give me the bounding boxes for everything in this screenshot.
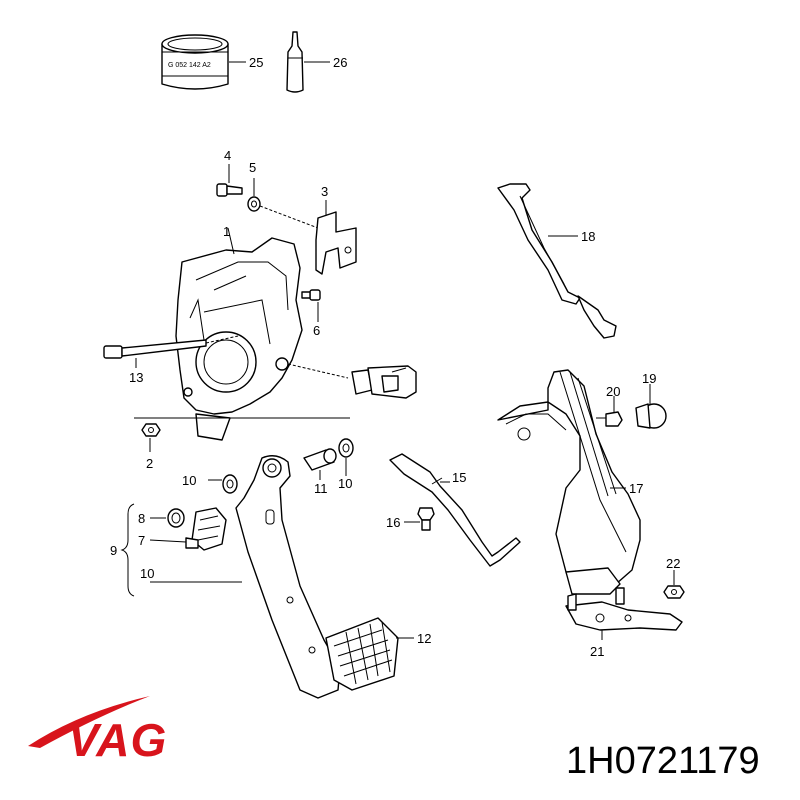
callout-10c: 10 xyxy=(140,566,154,581)
callout-8: 8 xyxy=(138,511,145,526)
nut-6 xyxy=(301,289,321,301)
pivot-sleeve-11 xyxy=(303,448,337,471)
callout-9: 9 xyxy=(110,543,117,558)
callout-7: 7 xyxy=(138,533,145,548)
callout-26: 26 xyxy=(333,55,347,70)
over-center-spring-7 xyxy=(185,507,227,551)
bolt-4 xyxy=(216,183,243,197)
callout-11: 11 xyxy=(314,481,328,496)
vag-logo: VAG xyxy=(28,696,167,766)
nut-22 xyxy=(663,585,685,599)
clutch-pedal-12 xyxy=(235,455,399,699)
bracket-3 xyxy=(315,211,357,275)
callout-20: 20 xyxy=(606,384,620,399)
callout-10b: 10 xyxy=(338,476,352,491)
callout-1: 1 xyxy=(223,224,230,239)
spring-clip-8 xyxy=(167,508,185,528)
callout-10a: 10 xyxy=(182,473,196,488)
pedal-position-sensor-18 xyxy=(497,183,617,339)
brand-logo-text: VAG xyxy=(68,714,167,766)
cap-19 xyxy=(635,403,667,429)
callout-6: 6 xyxy=(313,323,320,338)
callout-3: 3 xyxy=(321,184,328,199)
brake-light-switch xyxy=(287,363,417,399)
callout-13: 13 xyxy=(129,370,143,385)
callout-4: 4 xyxy=(224,148,231,163)
clutch-bracket-15 xyxy=(389,453,521,567)
callout-18: 18 xyxy=(581,229,595,244)
mounting-plate-21 xyxy=(565,587,683,631)
long-bolt-13 xyxy=(103,339,207,359)
callout-16: 16 xyxy=(386,515,400,530)
bushing-10-right xyxy=(338,438,354,458)
callout-21: 21 xyxy=(590,644,604,659)
washer-5 xyxy=(247,196,261,212)
accelerator-pedal-17 xyxy=(497,369,641,595)
sealant-label: G 052 142 A2 xyxy=(168,62,211,69)
callout-15: 15 xyxy=(452,470,466,485)
screw-20 xyxy=(596,411,623,427)
callout-12: 12 xyxy=(417,631,431,646)
callout-2: 2 xyxy=(146,456,153,471)
callout-5: 5 xyxy=(249,160,256,175)
bolt-16 xyxy=(417,507,435,531)
callout-17: 17 xyxy=(629,481,643,496)
callout-25: 25 xyxy=(249,55,263,70)
grease-bottle xyxy=(286,31,304,93)
pedal-bracket-housing xyxy=(175,237,303,441)
bushing-10-left xyxy=(222,474,238,494)
sealant-tin: G 052 142 A2 xyxy=(161,34,229,90)
callout-19: 19 xyxy=(642,371,656,386)
callout-22: 22 xyxy=(666,556,680,571)
nut-2 xyxy=(141,423,161,437)
part-number: 1H0721179 xyxy=(566,740,760,782)
